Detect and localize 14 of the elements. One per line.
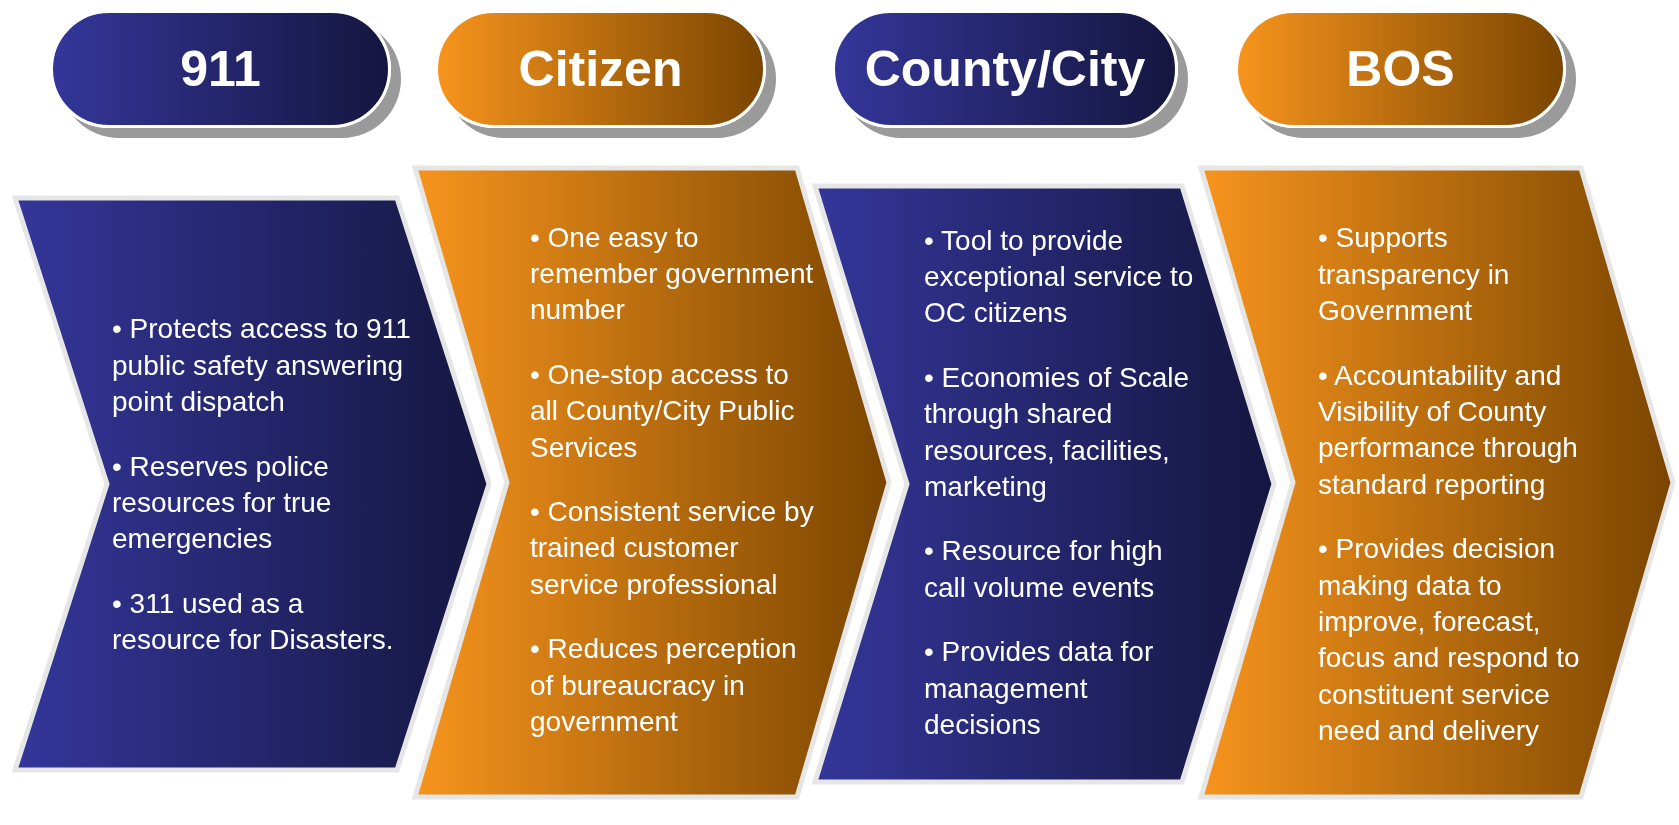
bullet-text: • 311 used as a resource for Disasters.: [112, 586, 395, 658]
bullet-text: • Provides decision making data to improve, forecast, focus and respond to constituent service need and delivery: [1318, 532, 1581, 749]
bullet-text: • Resource for high call volume events: [924, 534, 1164, 605]
bullet-text: • Consistent service by trained customer service professional: [530, 495, 815, 602]
bullet-text: • Accountability and Visibility of County performance through standard reporting: [1318, 358, 1579, 502]
bullet-text: • Provides data for management decisions: [924, 635, 1155, 742]
bullet-text: • Economies of Scale through shared resources, facilities, marketing: [924, 360, 1191, 504]
bullet-text: • Reserves police resources for true emergencies: [112, 449, 333, 557]
bullet-text: • Tool to provide exceptional service to OC citizens: [924, 223, 1195, 331]
bullet-text: • One easy to remember government number: [530, 220, 815, 328]
bullet-text: • Reduces perception of bureaucracy in government: [530, 632, 798, 739]
bullet-text: • One-stop access to all County/City Public Services: [530, 357, 796, 465]
bullet-text: • Supports transparency in Government: [1318, 221, 1511, 329]
bullet-text: • Protects access to 911 public safety answering point dispatch: [112, 312, 412, 420]
